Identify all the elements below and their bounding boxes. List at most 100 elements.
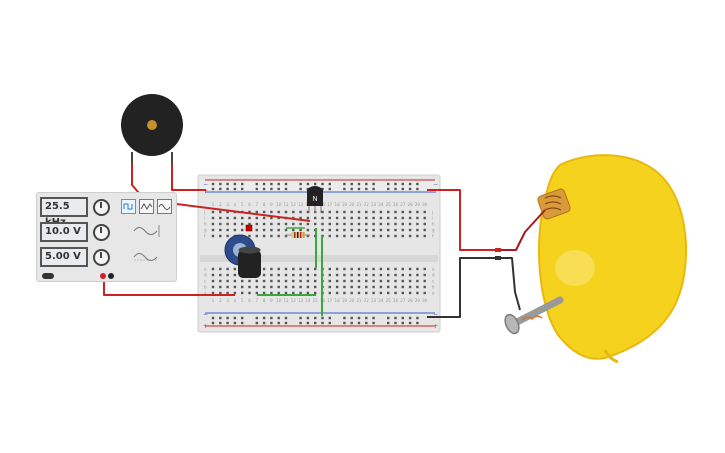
breadboard-hole[interactable] [219,285,222,289]
breadboard-hole[interactable] [408,291,412,295]
breadboard-hole[interactable] [262,228,266,232]
breadboard-hole[interactable] [284,291,288,295]
breadboard-hole[interactable] [416,210,419,214]
breadboard-hole[interactable] [299,222,302,226]
breadboard-hole[interactable] [299,267,302,271]
breadboard-hole[interactable] [365,182,368,186]
breadboard-hole[interactable] [357,273,361,277]
breadboard-hole[interactable] [277,182,280,186]
copper-electrode[interactable] [537,188,572,220]
breadboard-hole[interactable] [350,228,353,232]
breadboard-hole[interactable] [394,273,397,277]
breadboard-hole[interactable] [270,291,273,295]
breadboard-hole[interactable] [284,273,288,277]
zinc-nail[interactable] [502,296,564,336]
breadboard-hole[interactable] [335,234,339,238]
breadboard-hole[interactable] [423,222,426,226]
breadboard-hole[interactable] [408,285,412,289]
breadboard-hole[interactable] [226,279,229,283]
breadboard-hole[interactable] [226,182,229,186]
breadboard-hole[interactable] [408,210,412,214]
breadboard-hole[interactable] [372,273,375,277]
breadboard-hole[interactable] [314,182,317,186]
wire-copper-lead[interactable] [498,209,546,251]
breadboard-hole[interactable] [284,187,288,191]
breadboard-hole[interactable] [321,216,324,220]
breadboard-hole[interactable] [394,285,397,289]
breadboard-hole[interactable] [328,285,331,289]
breadboard-hole[interactable] [379,273,383,277]
breadboard-hole[interactable] [270,279,273,283]
breadboard-hole[interactable] [211,216,215,220]
breadboard-hole[interactable] [372,210,375,214]
power-switch[interactable] [42,273,54,279]
breadboard-hole[interactable] [321,222,324,226]
breadboard-hole[interactable] [233,182,237,186]
breadboard-hole[interactable] [211,273,215,277]
breadboard-hole[interactable] [416,182,419,186]
breadboard-hole[interactable] [277,187,280,191]
breadboard-hole[interactable] [262,187,266,191]
breadboard-hole[interactable] [255,210,258,214]
breadboard-hole[interactable] [357,182,361,186]
breadboard-hole[interactable] [306,234,310,238]
breadboard-hole[interactable] [379,234,383,238]
breadboard-hole[interactable] [284,234,288,238]
breadboard-hole[interactable] [314,291,317,295]
breadboard-hole[interactable] [379,222,383,226]
breadboard-hole[interactable] [306,285,310,289]
breadboard-hole[interactable] [387,210,390,214]
breadboard-hole[interactable] [248,285,251,289]
breadboard-hole[interactable] [262,210,266,214]
breadboard-hole[interactable] [306,267,310,271]
breadboard-hole[interactable] [255,285,258,289]
breadboard-hole[interactable] [343,222,346,226]
breadboard-hole[interactable] [416,228,419,232]
breadboard-hole[interactable] [314,285,317,289]
breadboard-hole[interactable] [211,285,215,289]
breadboard-hole[interactable] [306,216,310,220]
breadboard-hole[interactable] [335,216,339,220]
breadboard-hole[interactable] [408,279,412,283]
breadboard-hole[interactable] [416,279,419,283]
breadboard-hole[interactable] [401,234,404,238]
breadboard-hole[interactable] [328,210,331,214]
breadboard-hole[interactable] [292,279,295,283]
breadboard-hole[interactable] [233,187,237,191]
breadboard-hole[interactable] [306,279,310,283]
breadboard-hole[interactable] [241,187,244,191]
breadboard-hole[interactable] [226,234,229,238]
breadboard-hole[interactable] [233,291,237,295]
wire-buzzer-plus[interactable] [171,163,206,191]
breadboard-hole[interactable] [343,216,346,220]
breadboard-hole[interactable] [292,228,295,232]
breadboard-hole[interactable] [233,222,237,226]
breadboard-hole[interactable] [277,234,280,238]
breadboard-hole[interactable] [394,222,397,226]
breadboard-hole[interactable] [233,216,237,220]
breadboard-hole[interactable] [219,267,222,271]
breadboard-hole[interactable] [262,222,266,226]
breadboard-hole[interactable] [357,210,361,214]
breadboard-hole[interactable] [277,228,280,232]
breadboard-hole[interactable] [408,228,412,232]
breadboard-hole[interactable] [248,291,251,295]
breadboard-hole[interactable] [299,187,302,191]
breadboard-hole[interactable] [401,273,404,277]
breadboard-hole[interactable] [321,210,324,214]
breadboard-hole[interactable] [365,187,368,191]
function-generator[interactable]: 25.5 kHz 10.0 V 5.00 V [36,192,177,282]
breadboard-hole[interactable] [284,316,288,320]
breadboard-hole[interactable] [387,267,390,271]
breadboard-hole[interactable] [365,273,368,277]
breadboard-hole[interactable] [387,187,390,191]
breadboard-hole[interactable] [335,273,339,277]
breadboard-hole[interactable] [321,321,324,325]
breadboard-hole[interactable] [335,279,339,283]
breadboard-hole[interactable] [233,316,237,320]
breadboard-hole[interactable] [416,321,419,325]
breadboard-hole[interactable] [408,187,412,191]
lemon-battery[interactable] [538,154,688,364]
breadboard-hole[interactable] [314,216,317,220]
breadboard-hole[interactable] [365,321,368,325]
